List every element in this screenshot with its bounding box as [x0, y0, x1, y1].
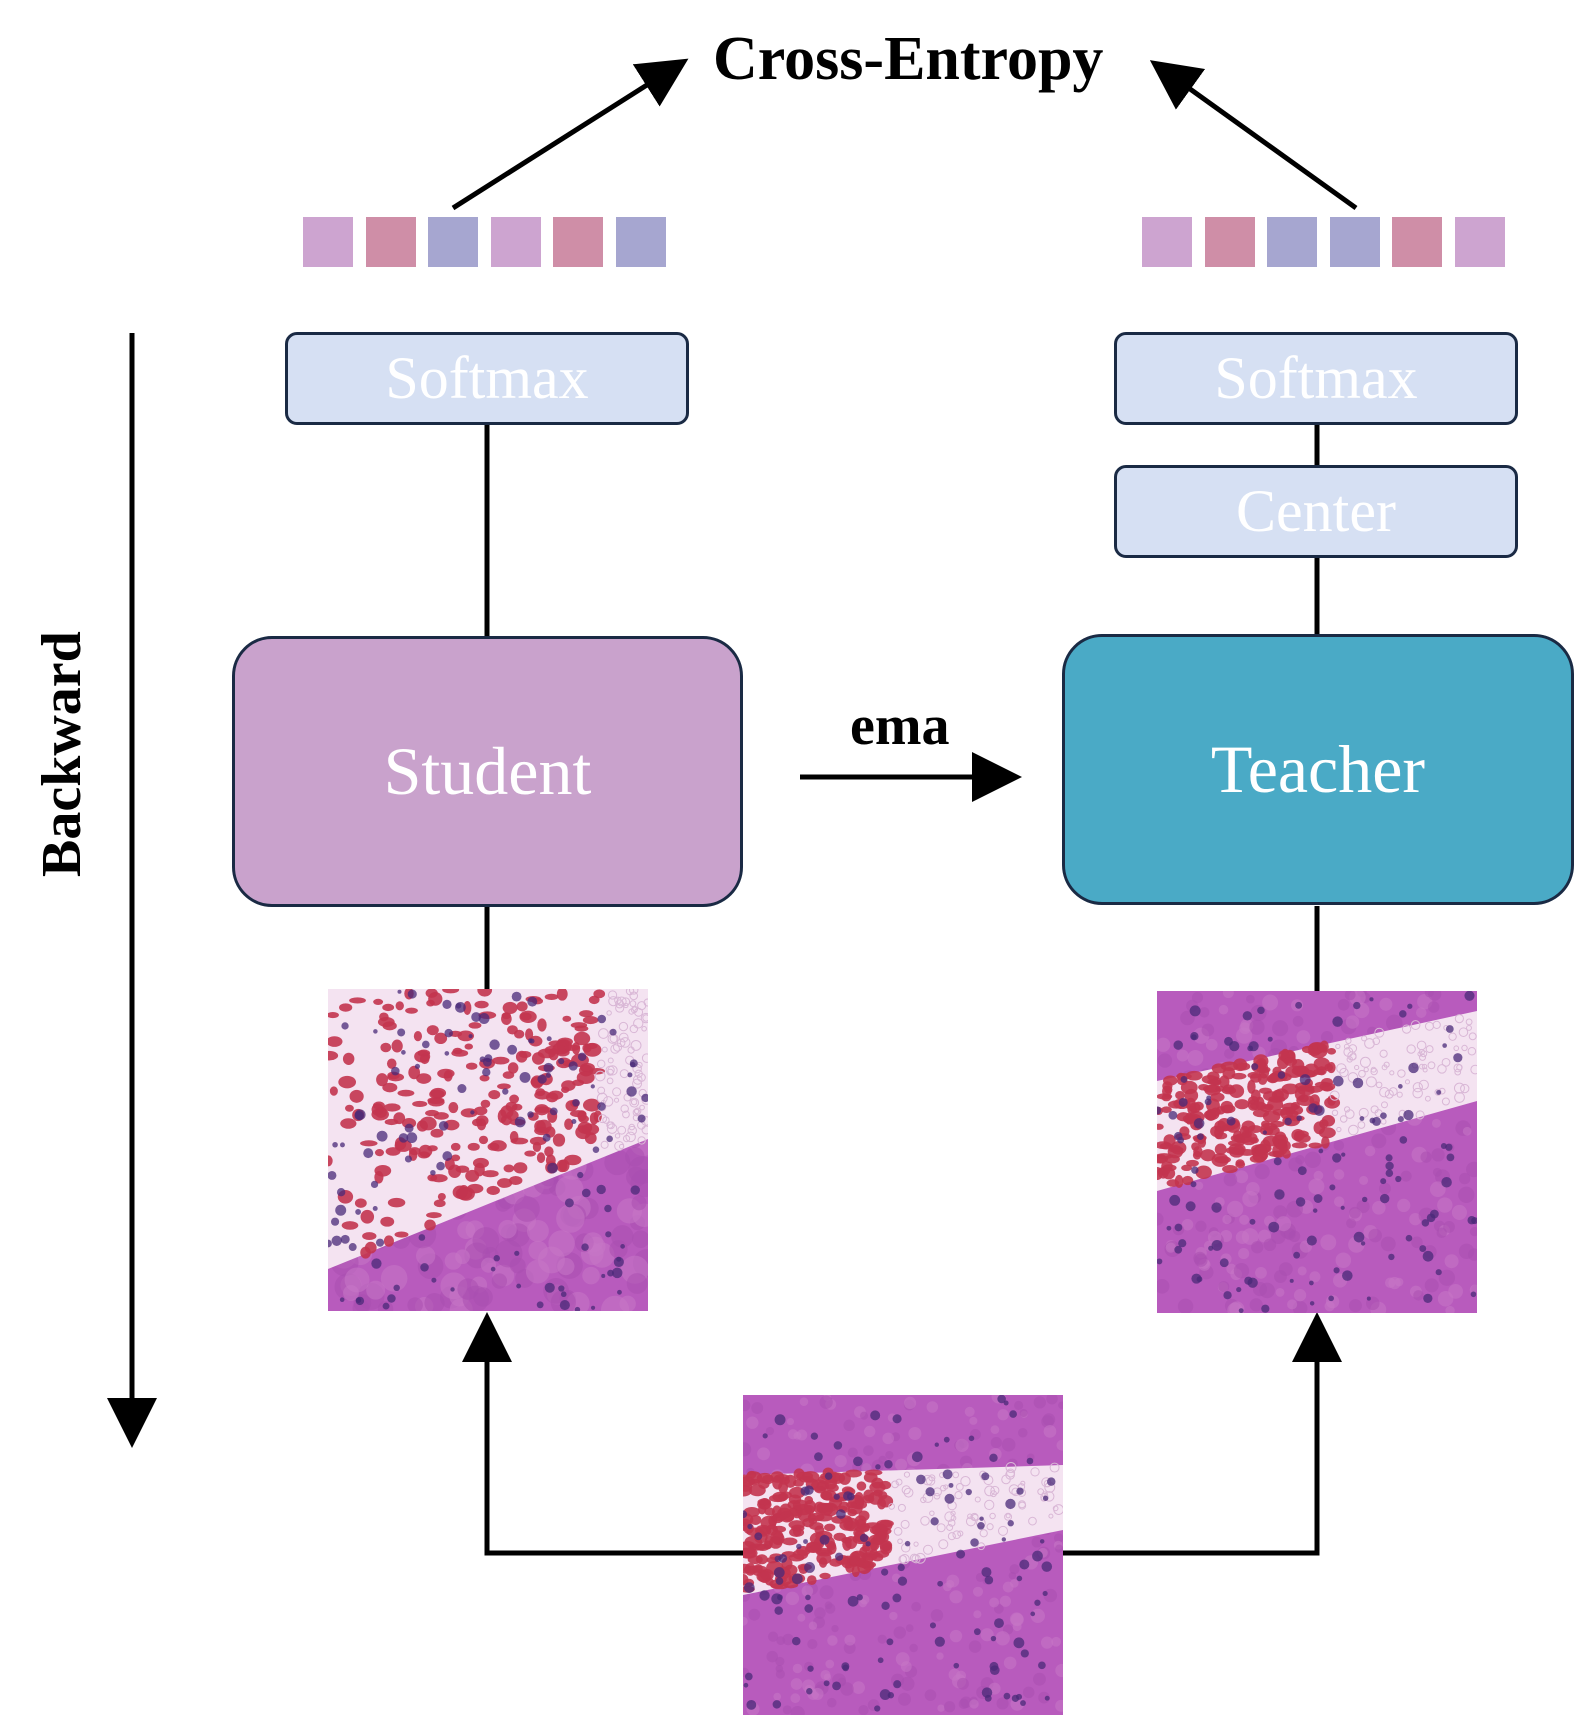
teacher-softmax-label: Softmax	[1214, 345, 1418, 411]
input-to-teacher-arrow	[1063, 1312, 1342, 1556]
histology-patch-icon	[328, 989, 648, 1311]
student-output-token	[365, 217, 416, 267]
student-crop-image	[328, 989, 648, 1311]
teacher-output-token	[1329, 217, 1380, 267]
student-output-token	[303, 217, 353, 267]
teacher-output-token	[1204, 217, 1255, 267]
teacher-center-label: Center	[1236, 478, 1396, 544]
teacher-softmax-box: Softmax	[1114, 332, 1518, 425]
teacher-to-loss-arrow	[1149, 60, 1358, 211]
loss-label: Cross-Entropy	[713, 25, 1104, 93]
teacher-model-label: Teacher	[1210, 731, 1426, 807]
ema-label: ema	[850, 695, 950, 757]
student-softmax-label: Softmax	[385, 345, 589, 411]
student-softmax-box: Softmax	[285, 332, 689, 425]
teacher-output-token	[1267, 217, 1317, 267]
input-to-student-arrow	[462, 1312, 744, 1556]
input-image	[743, 1395, 1063, 1715]
histology-patch-icon	[1157, 991, 1477, 1313]
student-to-loss-arrow	[451, 58, 689, 211]
teacher-output-token	[1392, 217, 1442, 267]
student-model-label: Student	[383, 733, 592, 809]
student-model-box: Student	[232, 636, 743, 907]
teacher-model-box: Teacher	[1062, 634, 1574, 905]
teacher-center-box: Center	[1114, 465, 1518, 558]
backward-label: Backward	[31, 631, 93, 877]
teacher-output-token	[1454, 217, 1505, 267]
teacher-output-token	[1142, 217, 1192, 267]
student-output-token	[615, 217, 666, 267]
teacher-crop-image	[1157, 991, 1477, 1313]
student-output-token	[428, 217, 478, 267]
histology-patch-icon	[743, 1395, 1063, 1715]
student-output-token	[490, 217, 541, 267]
student-output-token	[553, 217, 603, 267]
